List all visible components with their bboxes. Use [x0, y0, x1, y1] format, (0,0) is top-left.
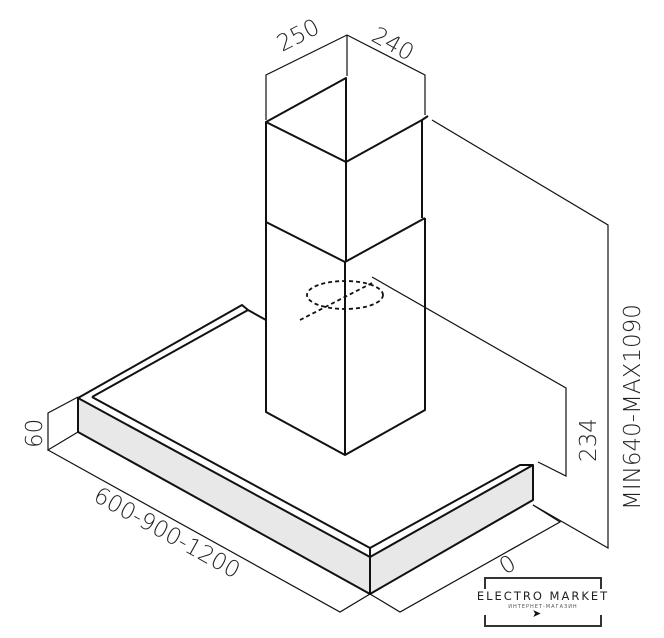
air-outlet-dashed [299, 280, 384, 321]
dim-chimney-depth: 240 [367, 23, 418, 67]
dimension-lines [47, 34, 609, 613]
dim-outlet-height: 234 [576, 418, 602, 462]
cursor-icon: ➤ [532, 607, 542, 620]
logo-frame-top [484, 577, 602, 591]
electro-market-logo: ELECTRO MARKET ИНТЕРНЕТ-МАГАЗИН ➤ [468, 575, 618, 627]
hood-front-right-face [369, 464, 534, 595]
logo-name: ELECTRO MARKET [468, 589, 618, 603]
dim-chimney-width: 250 [273, 14, 324, 57]
hood-inner-rim-front [91, 396, 533, 549]
hood-back-edge [77, 304, 249, 399]
logo-frame-bottom [484, 615, 602, 627]
chimney-upper [265, 77, 347, 226]
logo-subtitle: ИНТЕРНЕТ-МАГАЗИН [508, 604, 578, 610]
dim-hood-height: 60 [22, 419, 48, 448]
dim-total-height: MIN640-MAX1090 [620, 304, 646, 510]
hood-inner-rim [91, 309, 267, 398]
